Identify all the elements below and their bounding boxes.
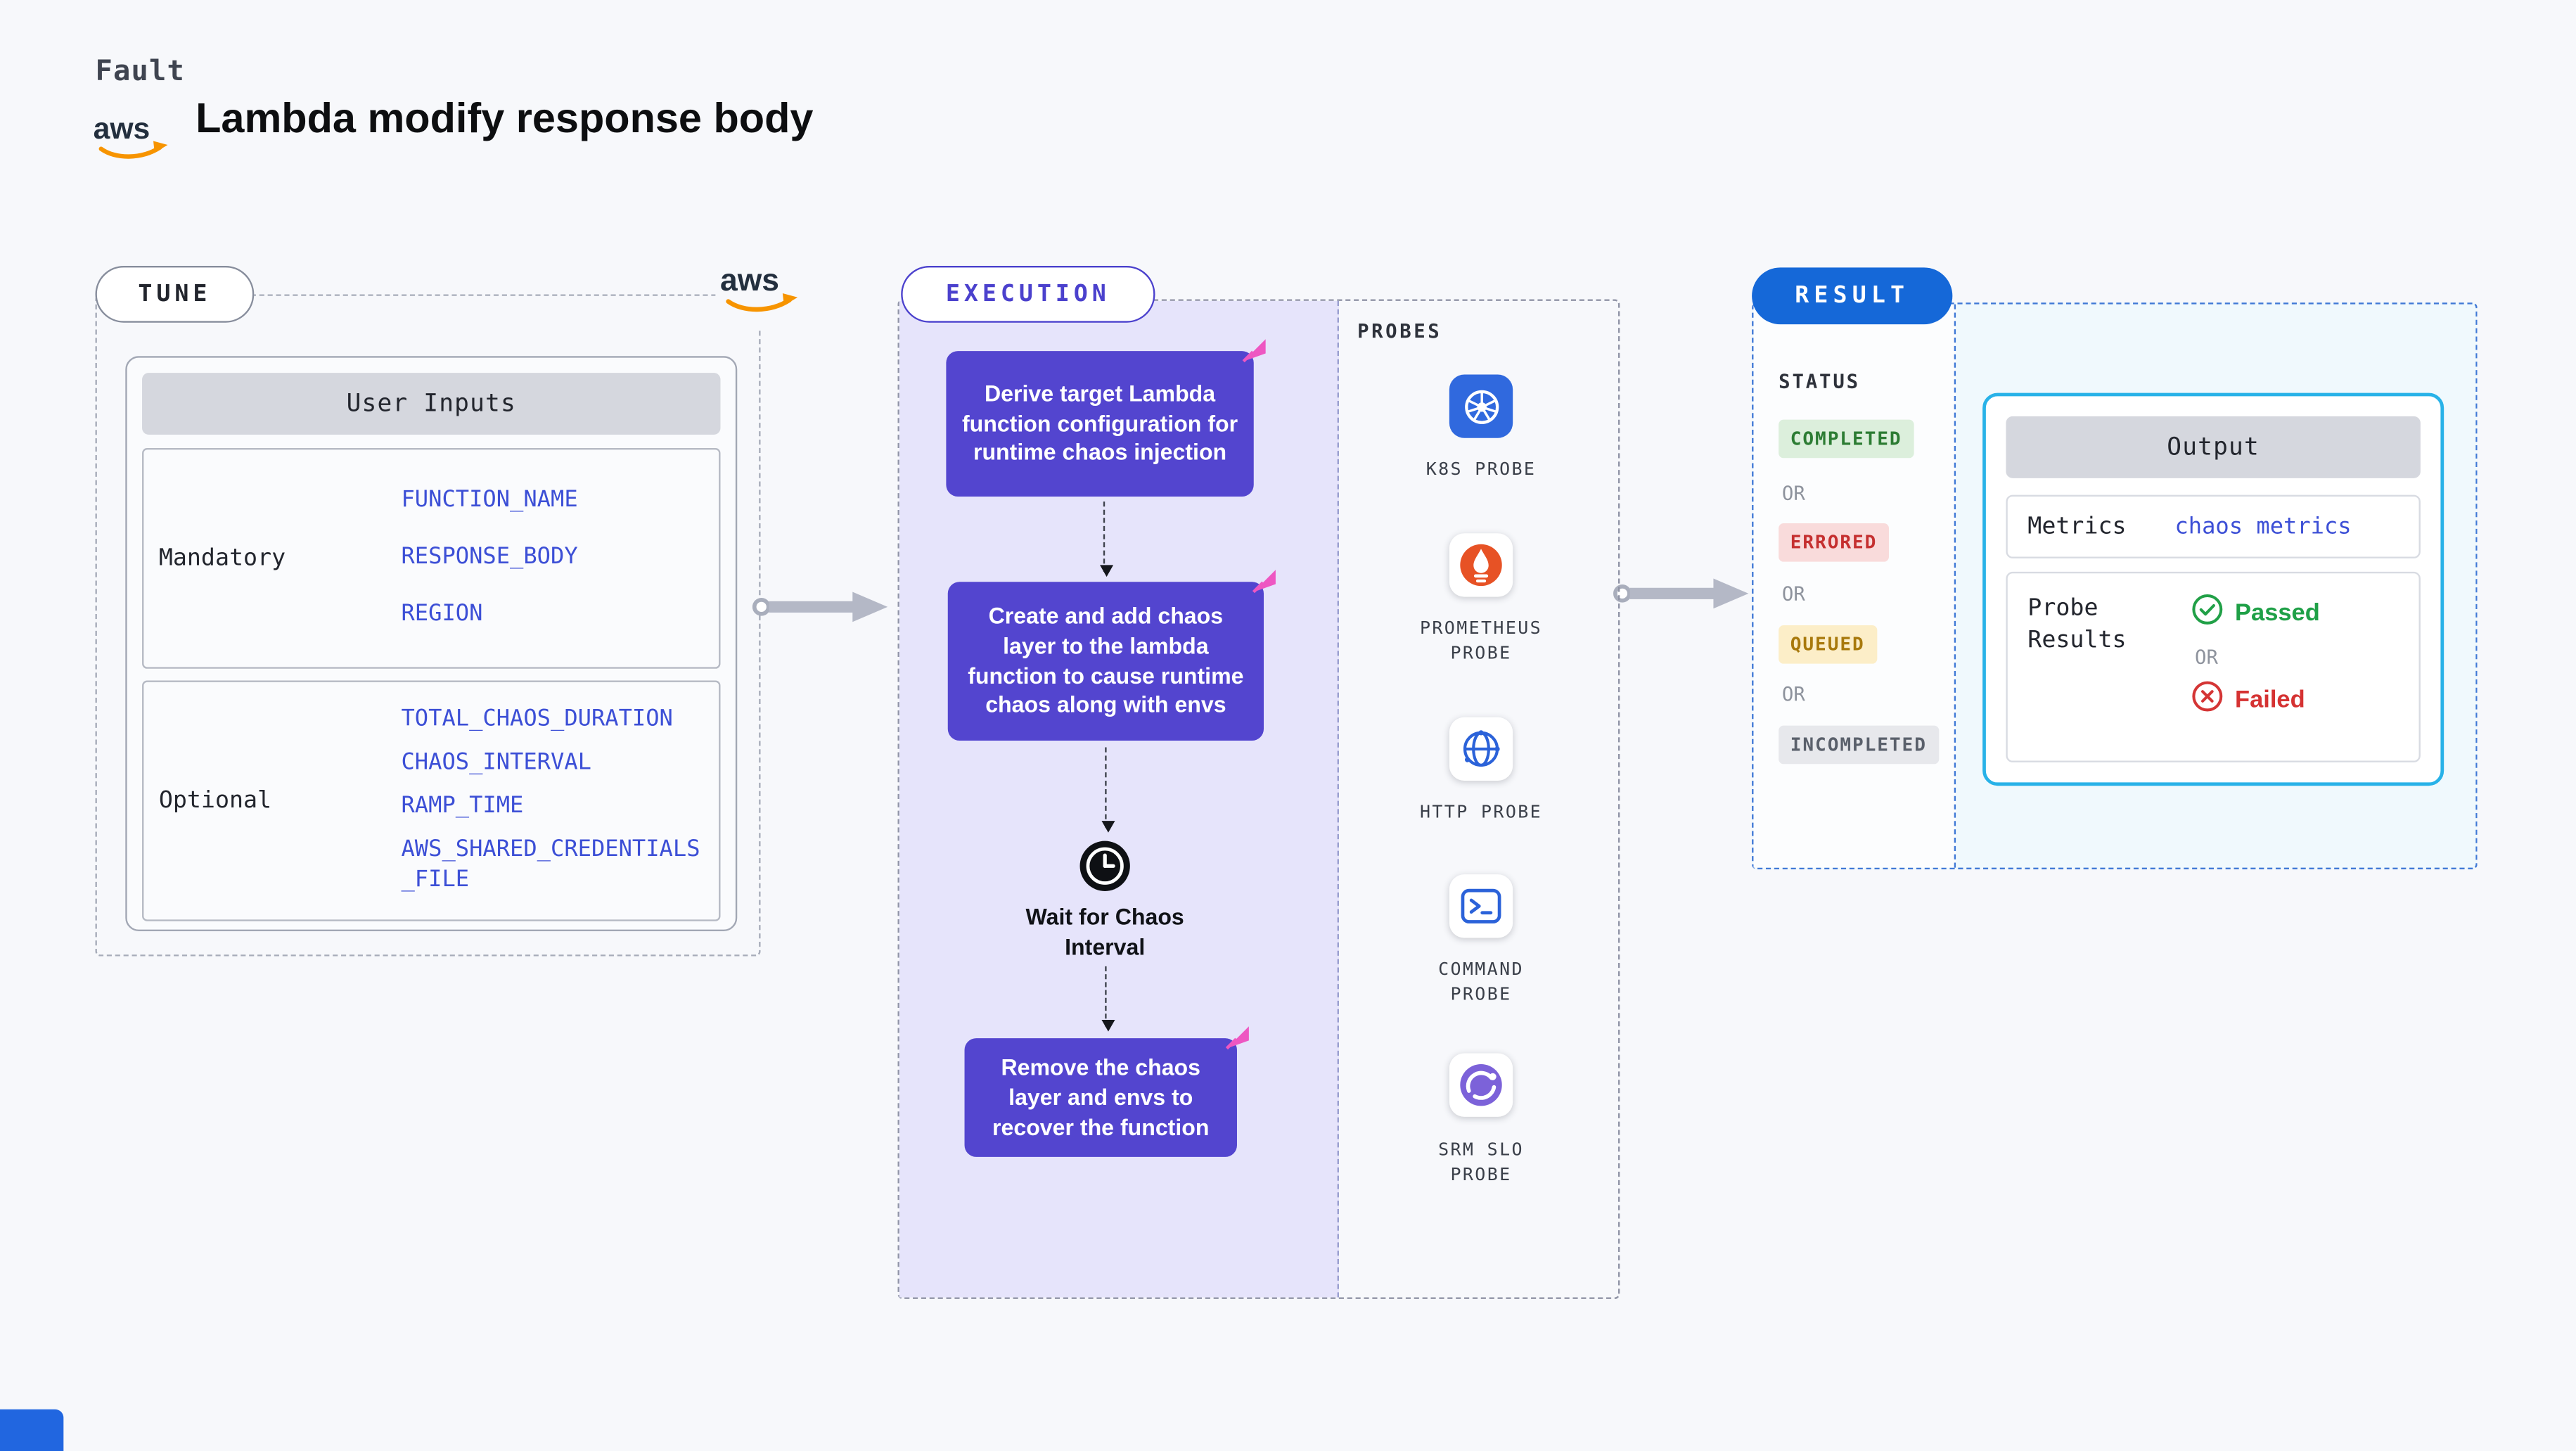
input-variable: RAMP_TIME [401, 793, 524, 820]
http-globe-icon [1449, 717, 1513, 781]
input-variable: CHAOS_INTERVAL [401, 749, 591, 777]
failed-line: Failed [2191, 680, 2320, 720]
status-badge-errored: ERRORED [1779, 523, 1889, 562]
passed-line: Passed [2191, 594, 2320, 634]
execution-step: Remove the chaos layer and envs to recov… [964, 1026, 1249, 1158]
input-variable: AWS_SHARED_CREDENTIALS_FILE [401, 836, 700, 893]
probe-label: HTTP PROBE [1420, 802, 1543, 823]
mandatory-label: Mandatory [158, 544, 286, 572]
or-separator: OR [1781, 582, 1805, 606]
srm-slo-icon [1449, 1053, 1513, 1117]
flow-connector [1101, 747, 1115, 833]
optional-values: TOTAL_CHAOS_DURATION CHAOS_INTERVAL RAMP… [401, 682, 719, 920]
mandatory-inputs-row: Mandatory FUNCTION_NAME RESPONSE_BODY RE… [142, 448, 721, 669]
metrics-label: Metrics [2027, 512, 2127, 539]
chaos-flag-icon [1250, 567, 1279, 595]
user-inputs-header: User Inputs [142, 373, 721, 435]
wait-step-label: Wait for Chaos Interval [1025, 904, 1184, 959]
status-badge-incompleted: INCOMPLETED [1779, 725, 1939, 765]
tune-to-execution-arrow-icon [750, 587, 894, 635]
flow-connector [1098, 501, 1113, 577]
step-text: Create and add chaos layer to the lambda… [968, 603, 1244, 718]
chaos-flag-icon [1241, 336, 1269, 364]
input-variable: REGION [401, 600, 483, 627]
status-badge-completed: COMPLETED [1779, 419, 1914, 459]
x-circle-icon [2191, 680, 2223, 720]
probe-results-row: Probe Results Passed OR [2006, 571, 2421, 762]
execution-step: Create and add chaos layer to the lambda… [947, 570, 1276, 741]
step-text: Derive target Lambda function configurat… [961, 381, 1238, 466]
chaos-flag-icon [1224, 1023, 1252, 1052]
step-text: Remove the chaos layer and envs to recov… [992, 1054, 1210, 1140]
optional-inputs-row: Optional TOTAL_CHAOS_DURATION CHAOS_INTE… [142, 680, 721, 921]
execution-to-result-arrow-icon [1611, 573, 1755, 622]
input-variable: RESPONSE_BODY [401, 544, 578, 571]
aws-logo-icon: aws [715, 250, 809, 328]
flow-connector [1101, 966, 1115, 1032]
or-separator: OR [2195, 645, 2218, 669]
probe-label: K8S PROBE [1425, 459, 1537, 480]
probe-results-values: Passed OR Failed [2191, 594, 2320, 741]
status-badge-queued: QUEUED [1779, 625, 1877, 664]
output-header: Output [2006, 416, 2421, 478]
metrics-value: chaos metrics [2174, 513, 2352, 540]
passed-label: Passed [2235, 600, 2320, 627]
clock-icon [1078, 839, 1132, 893]
metrics-row: Metrics chaos metrics [2006, 494, 2421, 558]
optional-label: Optional [158, 787, 272, 814]
input-variable: TOTAL_CHAOS_DURATION [401, 706, 673, 734]
page-title: Lambda modify response body [196, 95, 814, 143]
probe-label: PROMETHEUS PROBE [1420, 618, 1543, 663]
aws-logo-icon: aws [92, 103, 176, 179]
probe-results-label: Probe Results [2027, 595, 2127, 654]
output-card: Output Metrics chaos metrics Probe Resul… [1982, 392, 2444, 786]
mandatory-values: FUNCTION_NAME RESPONSE_BODY REGION [401, 449, 719, 667]
failed-label: Failed [2235, 686, 2305, 714]
check-circle-icon [2191, 594, 2223, 634]
kubernetes-icon [1449, 374, 1513, 438]
corner-widget-button[interactable] [0, 1409, 64, 1451]
fault-kind-label: Fault [95, 55, 186, 89]
terminal-icon [1449, 874, 1513, 938]
input-variable: FUNCTION_NAME [401, 487, 578, 514]
tune-section-pill: TUNE [95, 265, 255, 323]
prometheus-icon [1449, 533, 1513, 597]
execution-section-pill: EXECUTION [901, 265, 1155, 323]
probes-title: PROBES [1357, 319, 1442, 343]
svg-text:aws: aws [94, 112, 150, 146]
svg-text:aws: aws [720, 263, 779, 298]
execution-step: Derive target Lambda function configurat… [946, 339, 1266, 497]
probe-label: SRM SLO PROBE [1438, 1140, 1524, 1185]
probe-label: COMMAND PROBE [1438, 959, 1524, 1004]
user-inputs-table: User Inputs Mandatory FUNCTION_NAME RESP… [125, 356, 738, 931]
or-separator: OR [1781, 682, 1805, 706]
result-section-pill: RESULT [1752, 267, 1953, 325]
or-separator: OR [1781, 481, 1805, 505]
tune-section-box [95, 294, 761, 957]
status-strip [1753, 304, 1956, 868]
status-title: STATUS [1779, 369, 1861, 393]
